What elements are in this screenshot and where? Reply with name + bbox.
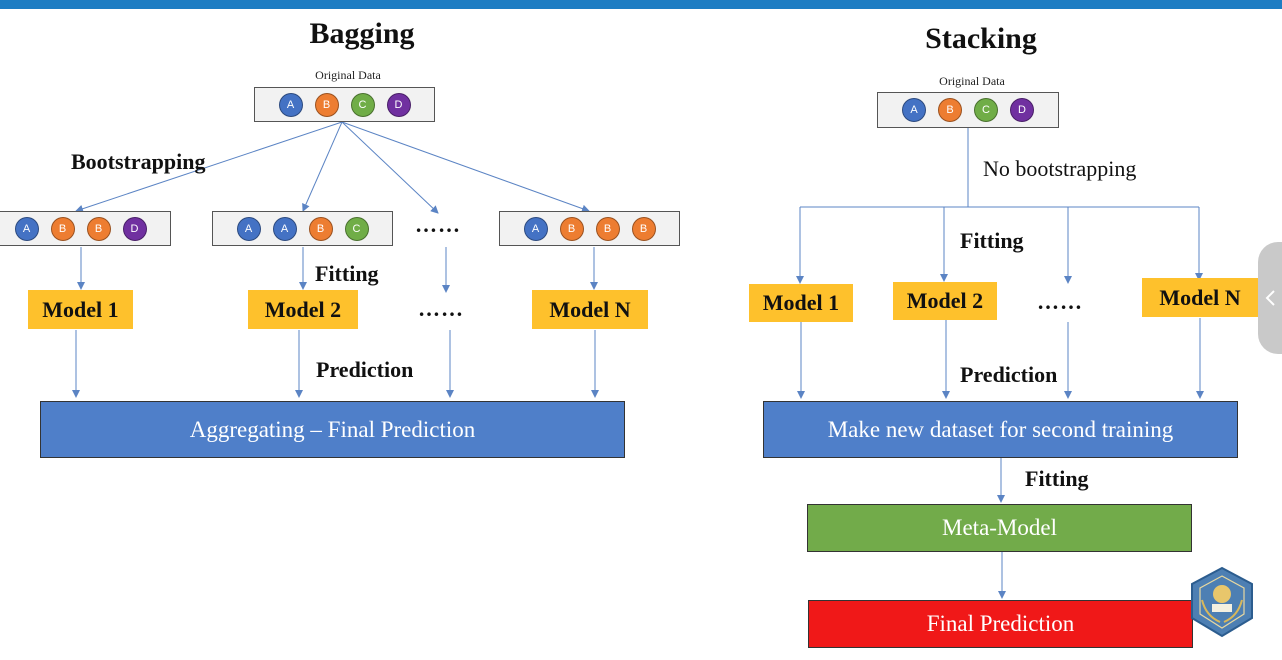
data-point: B <box>631 216 656 241</box>
university-seal-icon <box>1191 566 1253 638</box>
bagging-prediction-label: Prediction <box>316 357 414 382</box>
bagging-samples-ellipsis: …… <box>415 212 461 237</box>
bagging-models-ellipsis: …… <box>418 296 464 321</box>
stacking-model-n: Model N <box>1142 278 1258 317</box>
data-point: A <box>278 92 303 117</box>
bootstrap-sample-1: A B B D <box>0 211 171 246</box>
data-point: B <box>559 216 584 241</box>
stacking-model-1: Model 1 <box>749 284 853 322</box>
no-bootstrapping-label: No bootstrapping <box>983 156 1137 181</box>
data-point: A <box>14 216 39 241</box>
chevron-left-icon <box>1265 290 1275 306</box>
stacking-models-ellipsis: …… <box>1037 289 1083 314</box>
bootstrapping-label: Bootstrapping <box>71 149 206 174</box>
data-point: A <box>272 216 297 241</box>
stacking-model-2: Model 2 <box>893 282 997 320</box>
data-point: C <box>350 92 375 117</box>
stacking-original-dataset: A B C D <box>877 92 1059 128</box>
data-point: C <box>344 216 369 241</box>
bagging-model-2: Model 2 <box>248 290 358 329</box>
data-point: D <box>1010 98 1034 122</box>
data-point: B <box>595 216 620 241</box>
data-point: A <box>523 216 548 241</box>
meta-fitting-label: Fitting <box>1025 466 1089 491</box>
data-point: B <box>314 92 339 117</box>
aggregating-final-prediction: Aggregating – Final Prediction <box>40 401 625 458</box>
bagging-title: Bagging <box>309 17 415 50</box>
stacking-prediction-label: Prediction <box>960 362 1058 387</box>
bagging-original-dataset: A B C D <box>254 87 435 122</box>
bagging-model-1: Model 1 <box>28 290 133 329</box>
bootstrap-sample-n: A B B B <box>499 211 680 246</box>
final-prediction-box: Final Prediction <box>808 600 1193 648</box>
stacking-original-label: Original Data <box>939 74 1005 88</box>
new-dataset-box: Make new dataset for second training <box>763 401 1238 458</box>
bootstrap-arrow-2 <box>302 121 343 212</box>
bootstrap-arrow-1 <box>75 121 343 213</box>
bootstrap-arrow-4 <box>341 121 590 213</box>
data-point: A <box>236 216 261 241</box>
data-point: B <box>86 216 111 241</box>
bootstrap-arrow-3 <box>341 121 439 214</box>
bagging-original-label: Original Data <box>315 68 381 82</box>
data-point: B <box>938 98 962 122</box>
stacking-title: Stacking <box>925 22 1037 55</box>
stacking-fitting-label: Fitting <box>960 228 1024 253</box>
data-point: B <box>308 216 333 241</box>
bagging-model-n: Model N <box>532 290 648 329</box>
bagging-fitting-label: Fitting <box>315 261 379 286</box>
data-point: A <box>902 98 926 122</box>
data-point: C <box>974 98 998 122</box>
data-point: D <box>386 92 411 117</box>
data-point: B <box>50 216 75 241</box>
data-point: D <box>122 216 147 241</box>
bootstrap-sample-2: A A B C <box>212 211 393 246</box>
side-panel-tab[interactable] <box>1258 242 1282 354</box>
meta-model-box: Meta-Model <box>807 504 1192 552</box>
top-accent-bar <box>0 0 1282 9</box>
